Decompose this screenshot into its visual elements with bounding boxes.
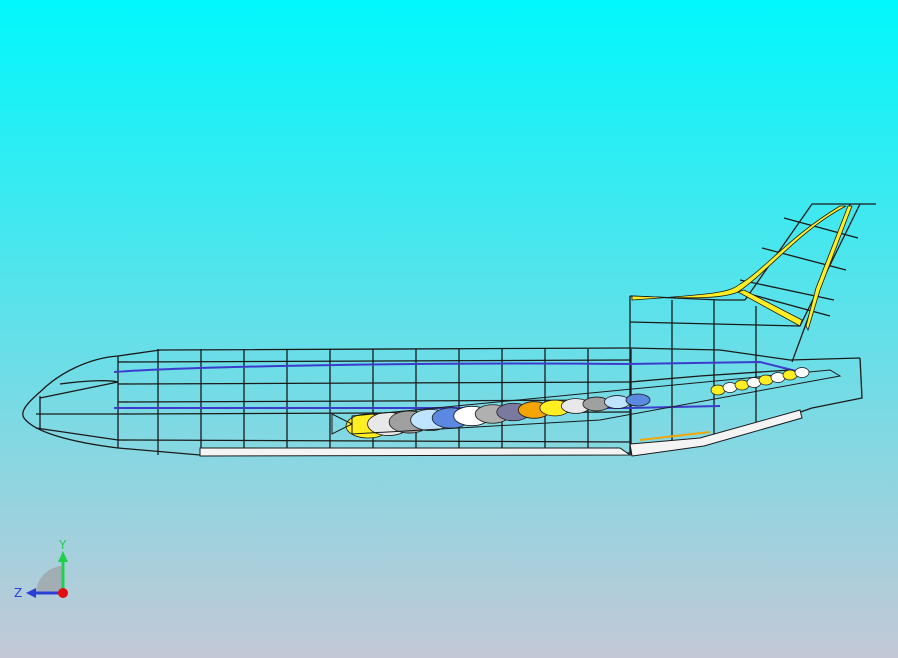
belly-fairing bbox=[199, 447, 632, 457]
fin-accent-2 bbox=[737, 289, 803, 327]
z-axis-label: Z bbox=[14, 586, 22, 600]
tail-top bbox=[629, 347, 861, 361]
wing-root-marker bbox=[331, 413, 354, 435]
coordinate-triad: Y Z bbox=[14, 538, 68, 600]
nose-stringer-1 bbox=[39, 381, 119, 399]
y-axis-label: Y bbox=[58, 538, 67, 552]
wing-rib-14 bbox=[625, 393, 651, 407]
upper-stringer-highlight bbox=[113, 362, 631, 373]
nose-outline bbox=[22, 355, 119, 449]
hstab-rib-8 bbox=[794, 367, 810, 378]
stabilizer-rib-1 bbox=[783, 217, 859, 239]
stabilizer-accent bbox=[805, 205, 853, 332]
tail-stringer-highlight bbox=[629, 360, 801, 373]
z-axis-arrow bbox=[26, 588, 36, 598]
aft-belly-trim bbox=[639, 431, 711, 441]
y-axis-arrow bbox=[58, 551, 68, 562]
aft-belly-fairing bbox=[629, 409, 803, 457]
stabilizer-trailing bbox=[799, 203, 861, 327]
nose-stringer-4 bbox=[59, 380, 119, 385]
tail-end bbox=[811, 357, 863, 409]
fin-chord bbox=[629, 321, 801, 327]
fin-accent bbox=[631, 205, 847, 301]
x-axis-point bbox=[58, 588, 68, 598]
tail-mid-highlight bbox=[629, 405, 721, 409]
stabilizer-rib-2 bbox=[761, 247, 847, 271]
nose-stringer-3 bbox=[35, 427, 119, 441]
tail-stringer bbox=[629, 369, 791, 383]
triad-arc bbox=[36, 566, 62, 592]
wing-planform bbox=[351, 369, 842, 435]
horizontal-stabilizer-ribs[interactable] bbox=[710, 367, 810, 396]
crown-line bbox=[117, 347, 631, 357]
wing-rib-assembly[interactable] bbox=[345, 393, 651, 439]
